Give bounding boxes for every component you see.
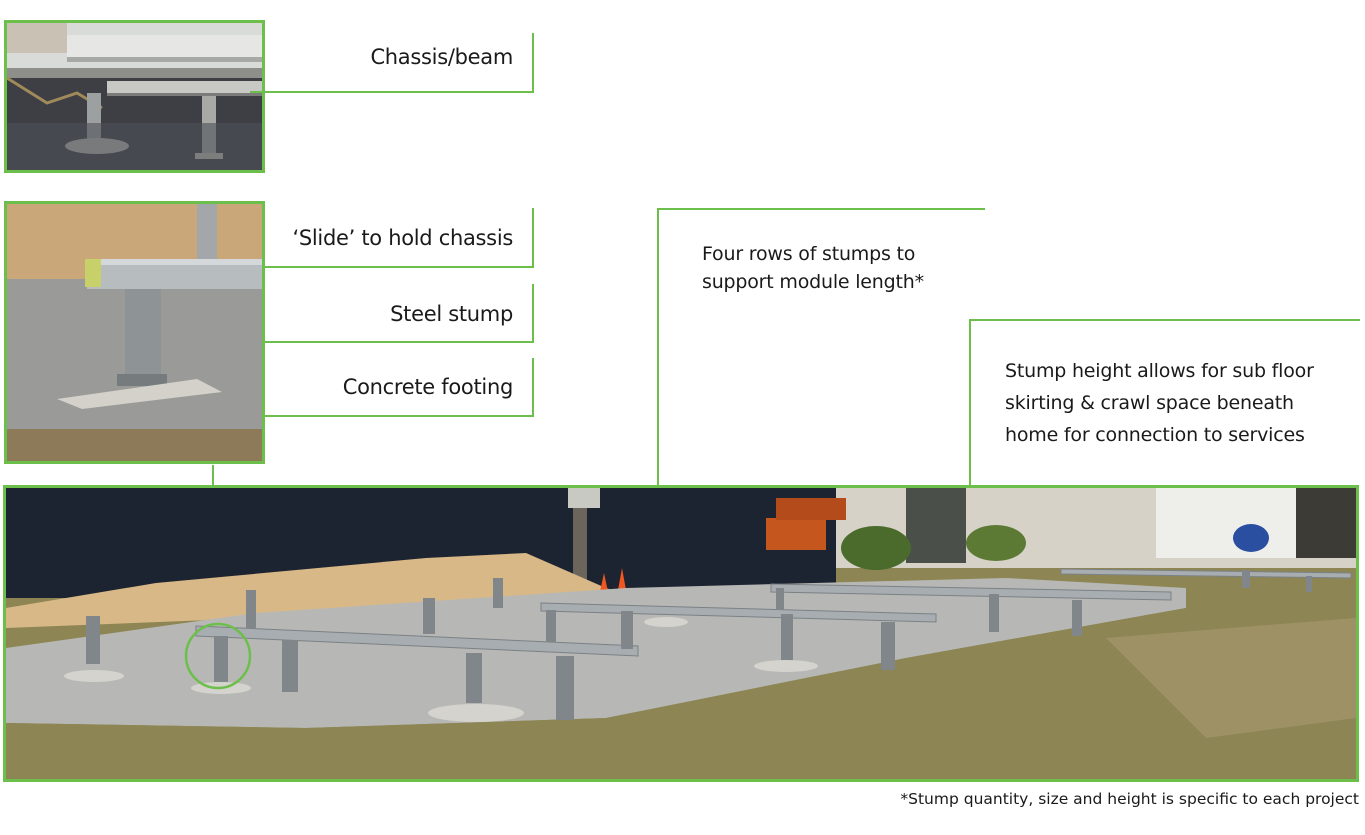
label-concrete-footing: Concrete footing (342, 375, 514, 399)
leader-stump (150, 284, 534, 343)
note-four-rows-line1: Four rows of stumps to (702, 243, 916, 265)
label-slide: ‘Slide’ to hold chassis (292, 226, 513, 250)
leader-chassis (250, 33, 534, 93)
note-stump-height-line3: home for connection to services (1005, 424, 1305, 446)
note-four-rows-line2: support module length* (702, 271, 924, 293)
footnote: *Stump quantity, size and height is spec… (900, 790, 1359, 808)
label-chassis-beam: Chassis/beam (370, 45, 513, 69)
chassis-photo (4, 20, 265, 173)
stump-closeup-illustration (7, 204, 262, 461)
highlight-circle (184, 622, 252, 690)
note-stump-height: Stump height allows for sub floor skirti… (1005, 355, 1314, 451)
leader-slide (250, 208, 534, 268)
note-four-rows: Four rows of stumps to support module le… (702, 240, 924, 296)
chassis-illustration (7, 23, 262, 170)
leader-four-rows (657, 208, 985, 610)
note-stump-height-line1: Stump height allows for sub floor (1005, 360, 1314, 382)
stump-closeup-photo (4, 201, 265, 464)
site-illustration (6, 488, 1356, 779)
leader-footing (140, 358, 534, 417)
site-photo (3, 485, 1359, 782)
label-steel-stump: Steel stump (390, 302, 513, 326)
note-stump-height-line2: skirting & crawl space beneath (1005, 392, 1294, 414)
